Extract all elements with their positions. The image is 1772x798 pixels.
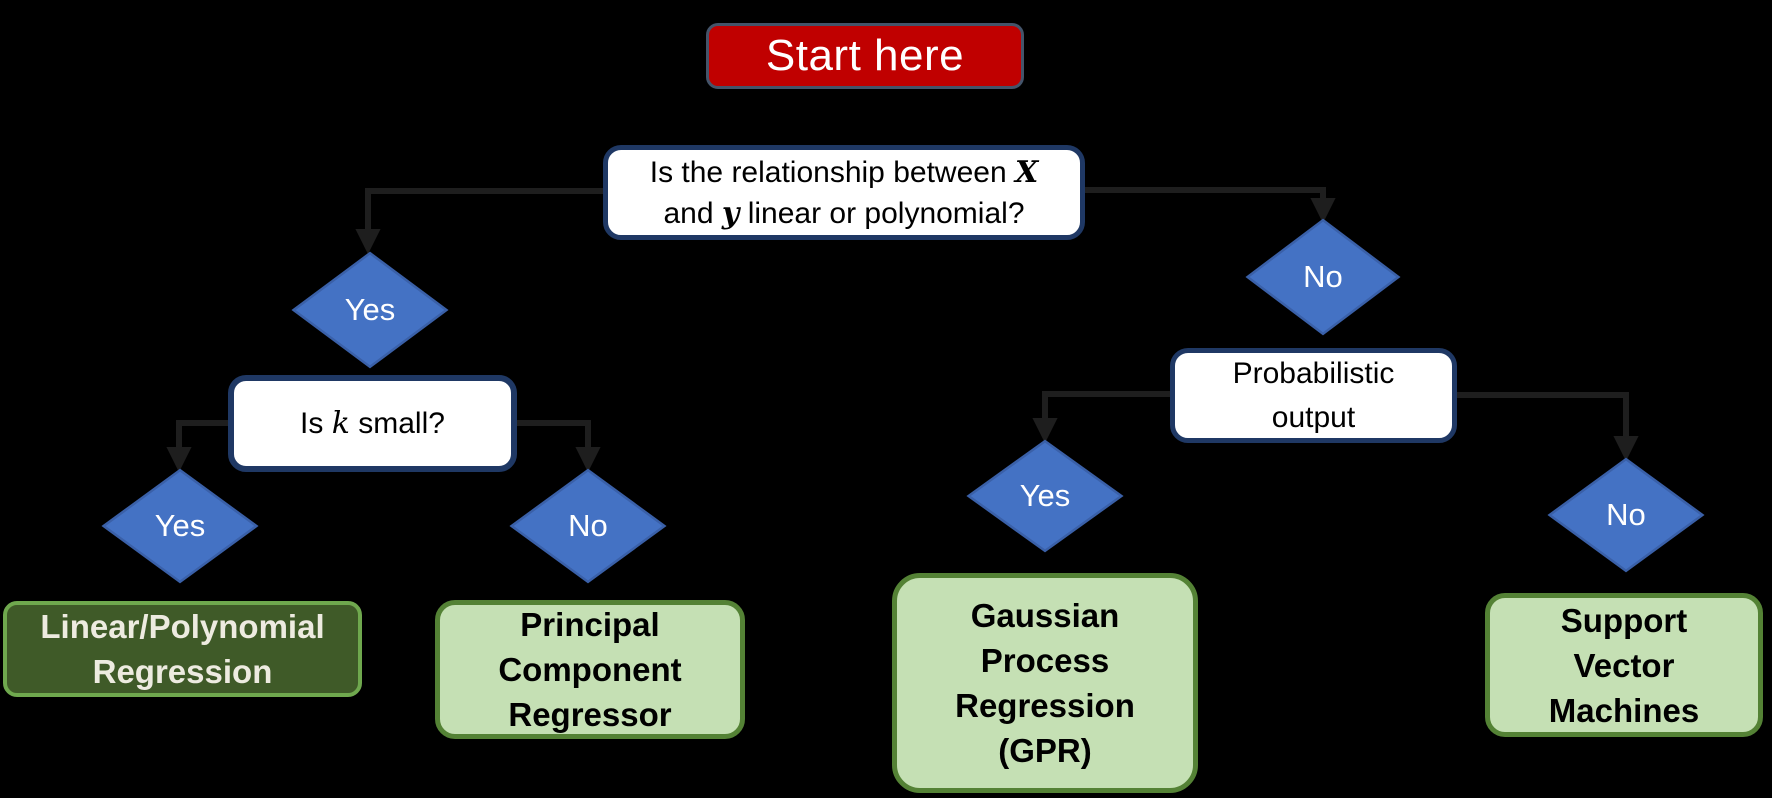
connector-qprob-to-yes3 xyxy=(1032,391,1170,444)
connector-q1-to-no1 xyxy=(1085,187,1336,224)
decision-yes-2: Yes xyxy=(102,469,258,583)
question-probabilistic-output: Probabilistic output xyxy=(1170,348,1457,443)
decision-yes-1: Yes xyxy=(292,252,448,368)
decision-no-2: No xyxy=(510,469,666,583)
result-gaussian-process-regression: Gaussian Process Regression (GPR) xyxy=(892,573,1198,793)
question-k-small-line: Is k small? xyxy=(300,406,445,441)
result-principal-component-regressor: Principal Component Regressor xyxy=(435,600,745,739)
question-probabilistic-line2: output xyxy=(1271,400,1356,434)
question-relationship: Is the relationship between X and y line… xyxy=(603,145,1085,240)
start-node: Start here xyxy=(706,23,1024,89)
decision-no-1: No xyxy=(1246,219,1400,335)
decision-yes-3: Yes xyxy=(967,440,1123,552)
result-support-vector-machines: Support Vector Machines xyxy=(1485,593,1763,737)
connector-q1-to-yes1 xyxy=(355,188,603,255)
question-probabilistic-line1: Probabilistic xyxy=(1232,356,1395,390)
decision-yes-1-label: Yes xyxy=(344,292,396,327)
connector-qprob-to-no3 xyxy=(1457,392,1639,462)
decision-no-2-label: No xyxy=(568,508,608,543)
decision-yes-3-label: Yes xyxy=(1019,478,1071,513)
math-k-symbol: k xyxy=(331,406,350,441)
result-linear-polynomial-regression: Linear/Polynomial Regression xyxy=(3,601,362,697)
connector-qk-to-yes2 xyxy=(166,420,228,473)
connector-qk-to-no2 xyxy=(517,420,601,473)
decision-no-1-label: No xyxy=(1303,259,1343,294)
decision-yes-2-label: Yes xyxy=(154,508,206,543)
decision-no-3-label: No xyxy=(1606,497,1646,532)
math-y-symbol: y xyxy=(721,195,740,231)
math-x-symbol: X xyxy=(1014,154,1039,190)
question-relationship-line2: and y linear or polynomial? xyxy=(663,195,1025,231)
question-relationship-line1: Is the relationship between X xyxy=(649,154,1039,190)
question-k-small: Is k small? xyxy=(228,375,517,472)
start-label: Start here xyxy=(765,31,965,80)
decision-no-3: No xyxy=(1548,458,1704,572)
